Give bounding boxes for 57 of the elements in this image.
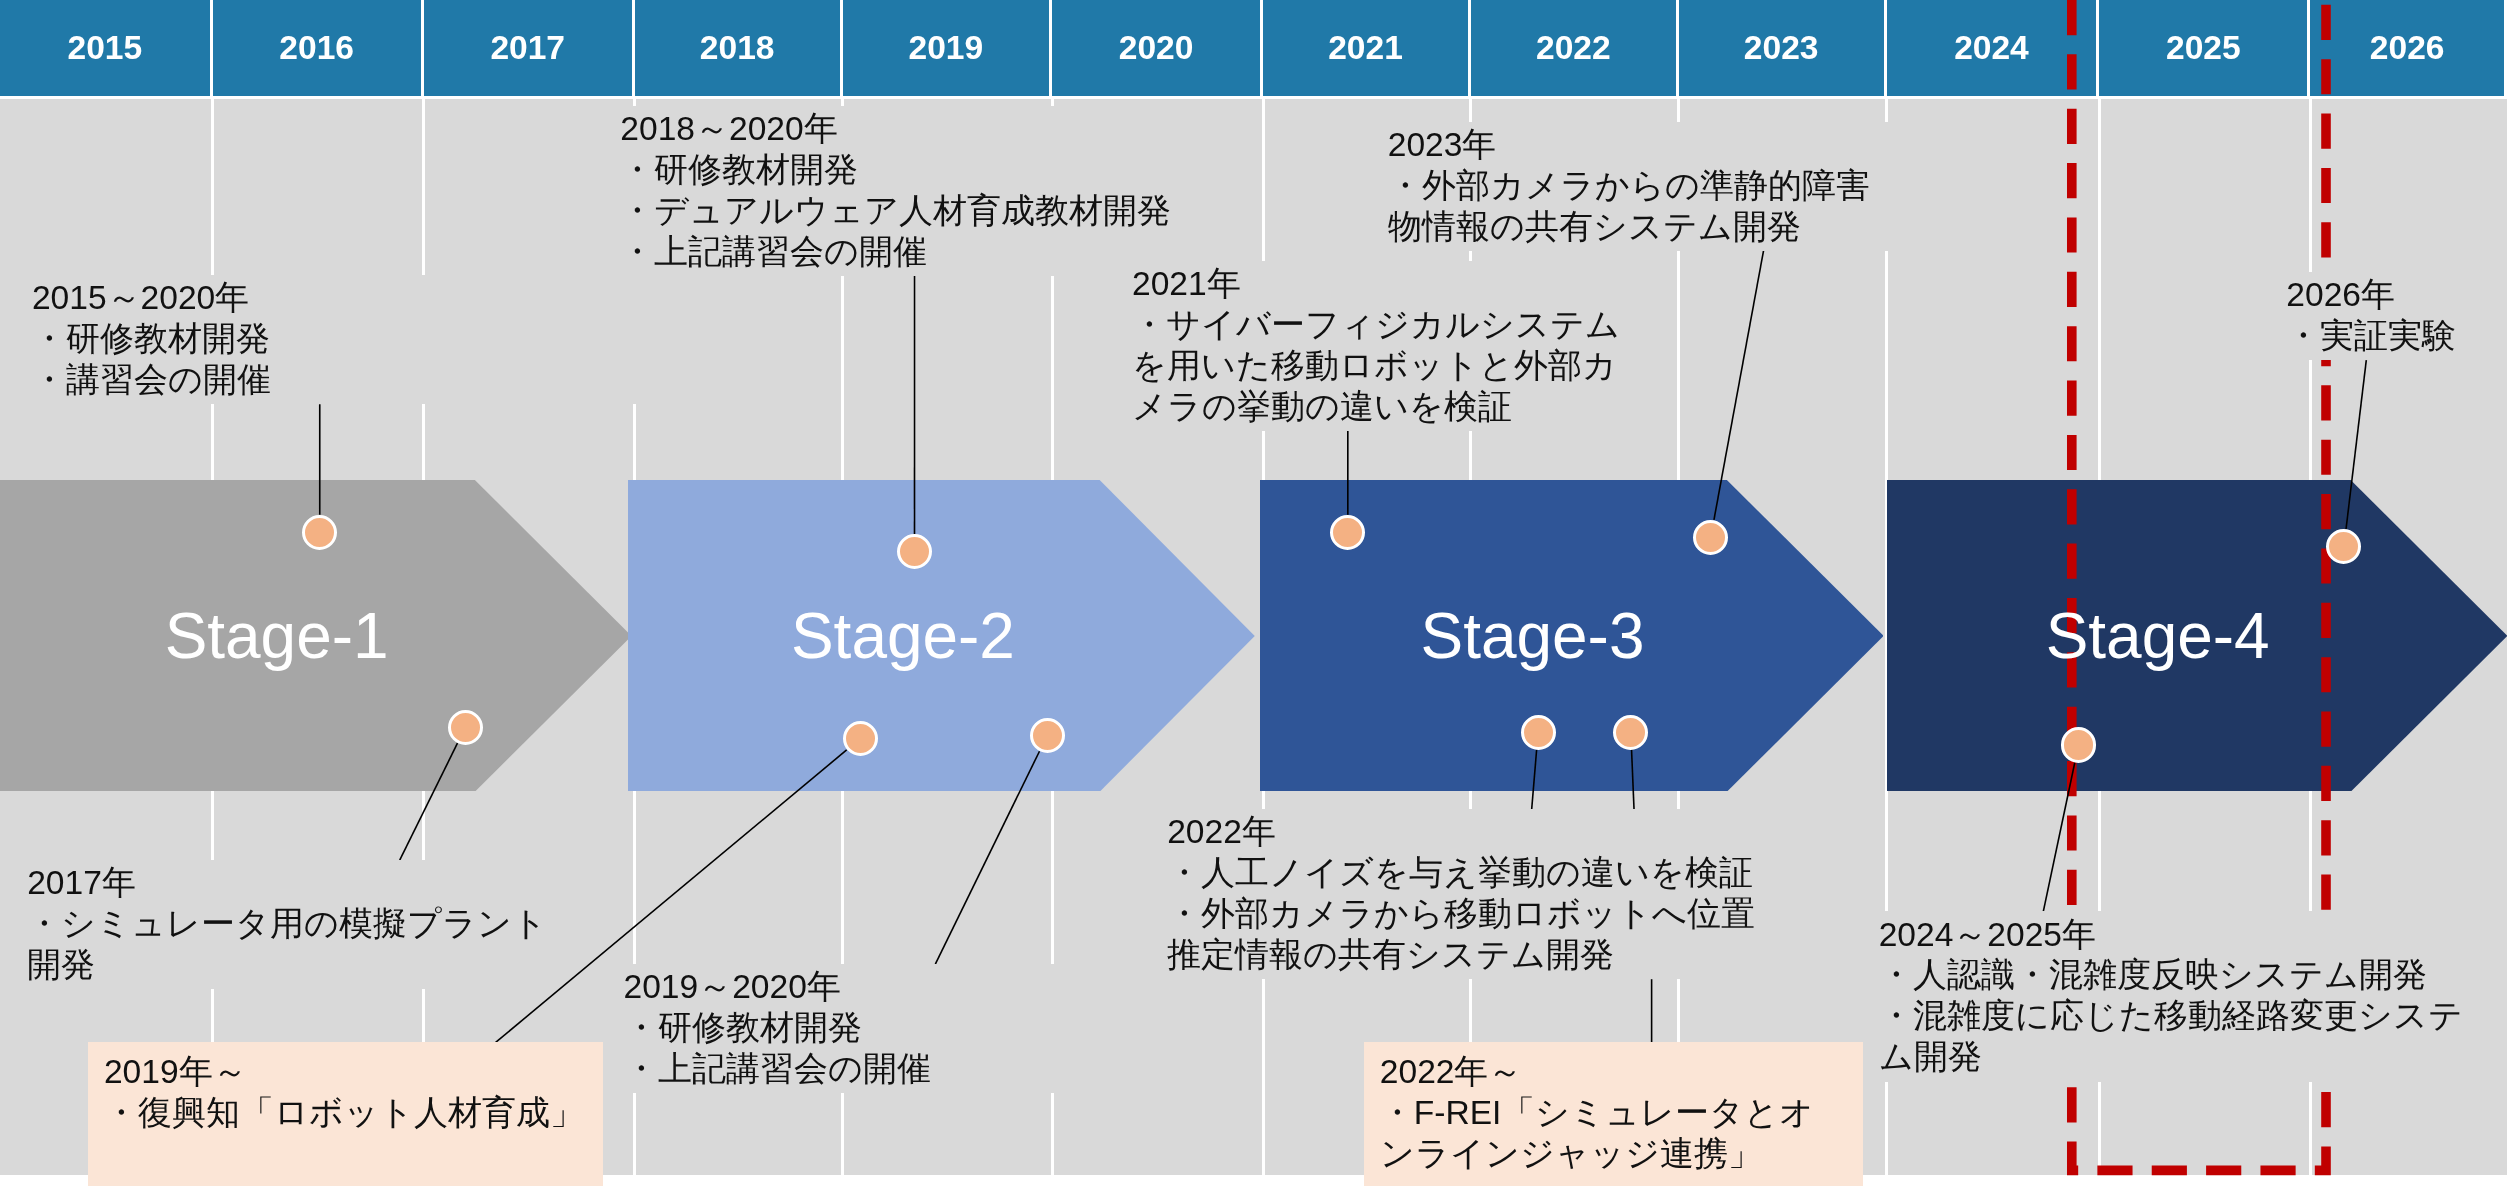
note-item: ・外部カメラから移動ロボットへ位置推定情報の共有システム開発: [1167, 894, 1757, 976]
note-heading: 2023年: [1387, 124, 1498, 165]
leader-line: [1530, 749, 1538, 810]
leader-line: [2345, 359, 2368, 531]
note-item: ・研修教材開発: [31, 319, 271, 360]
note-item: ・上記講習会の開催: [620, 231, 929, 272]
note-heading: 2024～2025年: [1878, 914, 2097, 955]
year-header-cell: 2016: [212, 0, 424, 96]
note-item: ・復興知「ロボット人材育成」: [103, 1092, 585, 1133]
note-heading: 2026年: [2286, 275, 2396, 315]
note-heading: 2022年～: [1379, 1052, 1524, 1092]
leader-line: [1630, 749, 1635, 810]
note-item: ・サイバーフィジカルシステムを用いた移動ロボットと外部カメラの挙動の違いを検証: [1131, 304, 1621, 427]
note-heading: 2022年: [1167, 812, 1277, 853]
note-item: ・デュアルウェア人材育成教材開発: [620, 190, 1173, 231]
note-heading: 2021年: [1131, 263, 1242, 304]
note-item: ・人工ノイズを与え挙動の違いを検証: [1167, 853, 1755, 894]
stage-band: [628, 479, 1256, 792]
leader-line: [1650, 978, 1653, 1044]
year-header-cell: 2017: [423, 0, 635, 96]
stage-label: Stage-1: [163, 598, 390, 674]
note-heading: 2018～2020年: [620, 108, 839, 149]
stage-band: [1259, 479, 1884, 792]
stage-label: Stage-4: [2044, 598, 2271, 674]
note-item: ・F-REI「シミュレータとオンラインジャッジ連携」: [1379, 1092, 1816, 1174]
leader-line: [1713, 249, 1765, 521]
year-header-cell: 2018: [634, 0, 843, 96]
year-header-cell: 2015: [0, 0, 213, 96]
leader-line: [1347, 430, 1349, 516]
note-item: ・研修教材開発: [623, 1008, 863, 1049]
stage-label: Stage-2: [789, 598, 1016, 674]
highlight-note-box: [87, 1042, 603, 1186]
note-item: ・人認識・混雑度反映システム開発: [1878, 955, 2428, 996]
leader-line: [494, 749, 848, 1044]
highlight-note-box: [1363, 1042, 1863, 1186]
leader-line: [318, 403, 321, 516]
year-header-cell: 2023: [1678, 0, 1887, 96]
year-header-cell: 2021: [1263, 0, 1471, 96]
note-item: ・研修教材開発: [620, 149, 860, 190]
note-item: ・混雑度に応じた移動経路変更システム開発: [1878, 996, 2464, 1078]
leader-line: [913, 274, 916, 535]
leader-line: [934, 750, 1041, 965]
note-heading: 2017年: [27, 863, 137, 904]
note-item: ・外部カメラからの準静的障害物情報の共有システム開発: [1387, 165, 1871, 247]
leader-line: [398, 742, 459, 861]
note-item: ・シミュレータ用の模擬プラント開発: [27, 904, 549, 986]
stage-band: [1886, 479, 2507, 792]
note-heading: 2015～2020年: [31, 278, 251, 319]
leader-line: [2042, 761, 2076, 913]
note-item: ・講習会の開催: [31, 360, 272, 401]
note-heading: 2019～2020年: [623, 967, 842, 1008]
note-heading: 2019年～: [103, 1052, 248, 1092]
year-header-cell: 2026: [2310, 0, 2507, 96]
stage-label: Stage-3: [1419, 598, 1646, 674]
note-item: ・実証実験: [2286, 315, 2458, 356]
note-item: ・上記講習会の開催: [623, 1049, 932, 1090]
year-header-cell: 2022: [1470, 0, 1679, 96]
